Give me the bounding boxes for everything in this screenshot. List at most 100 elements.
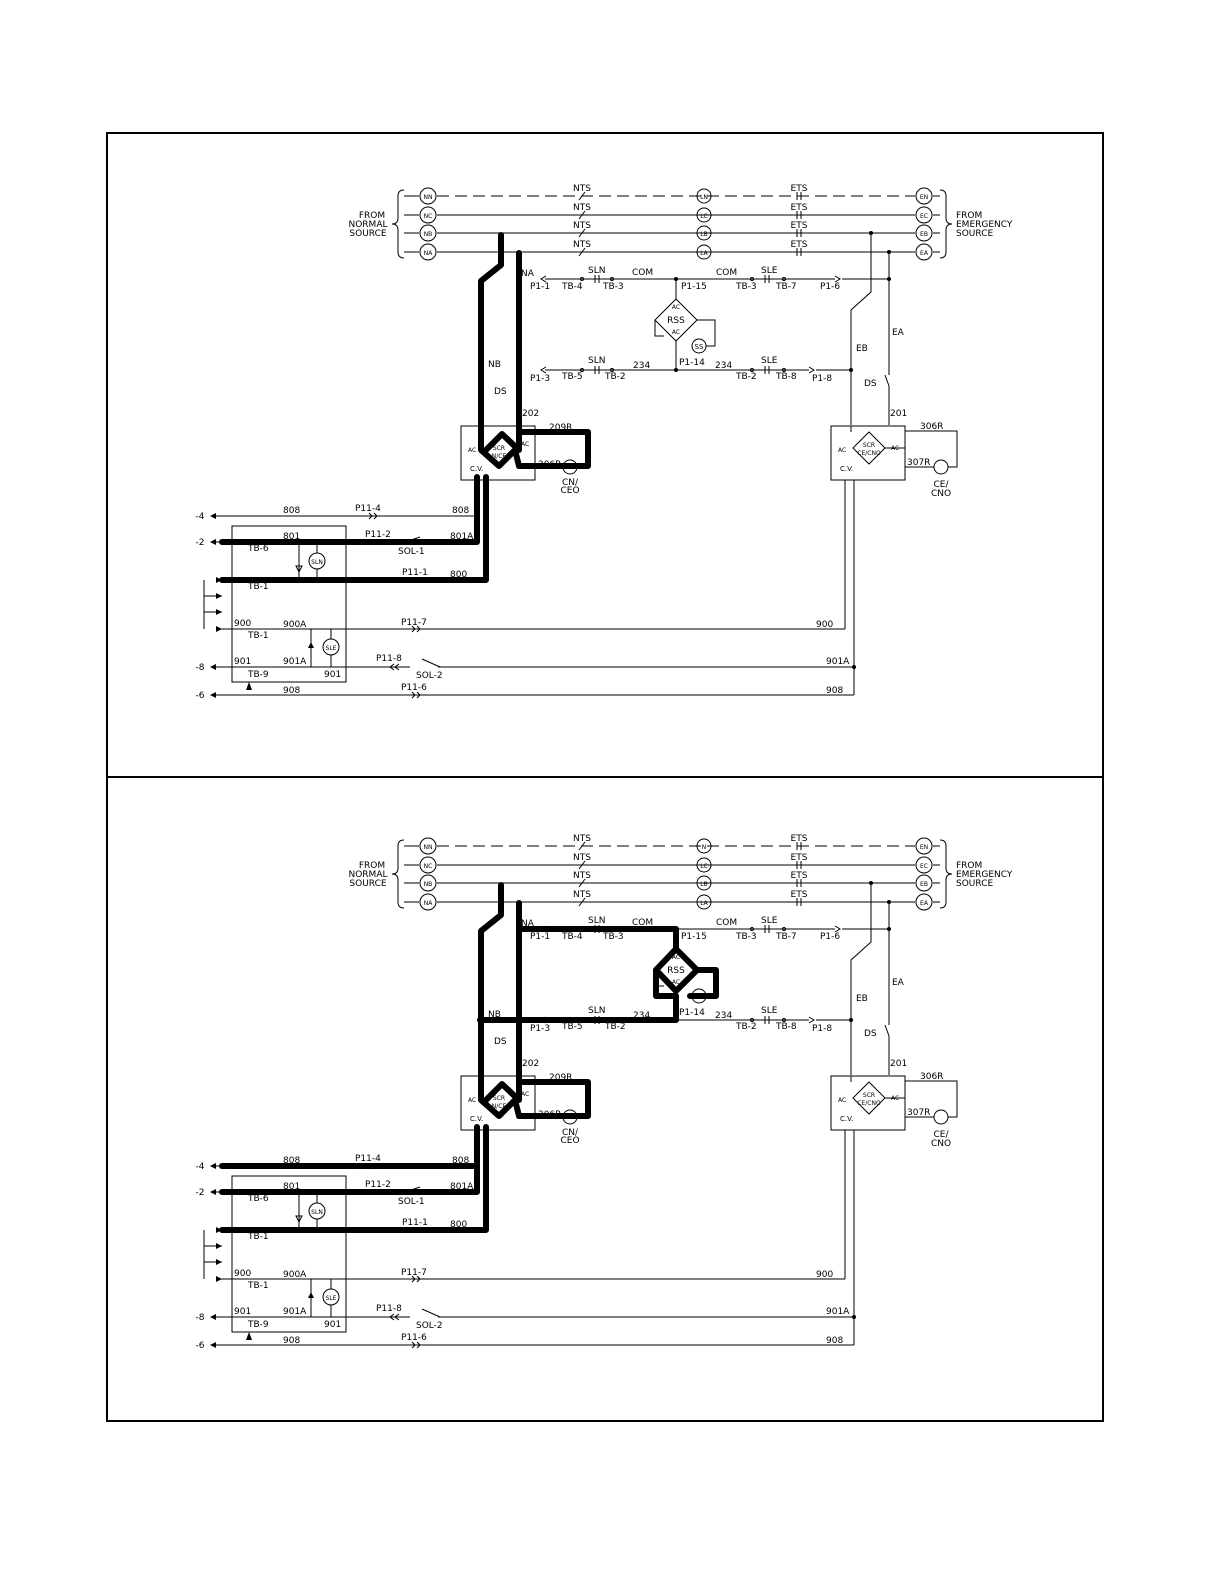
normal-terminal-nc: NC [419, 206, 437, 224]
svg-text:N/CE: N/CE [492, 453, 507, 460]
svg-text:P11-1: P11-1 [402, 568, 428, 578]
svg-text:EC: EC [920, 213, 928, 220]
svg-text:TB-1: TB-1 [247, 1232, 269, 1242]
svg-text:P11-8: P11-8 [376, 654, 402, 664]
svg-text:P1-6: P1-6 [820, 932, 840, 942]
svg-text:901: 901 [234, 657, 251, 667]
svg-text:801A: 801A [450, 1182, 474, 1192]
svg-text:CNO: CNO [931, 1139, 951, 1149]
svg-text:EA: EA [920, 900, 929, 907]
svg-text:ETS: ETS [791, 834, 808, 844]
svg-text:EB: EB [920, 881, 928, 888]
svg-text:801A: 801A [450, 532, 474, 542]
svg-text:SOL-1: SOL-1 [398, 547, 425, 557]
emergency-terminal-eb: EB [915, 224, 933, 242]
svg-text:NA: NA [521, 919, 535, 929]
svg-text:NA: NA [424, 900, 433, 907]
svg-text:SCR: SCR [493, 1095, 505, 1102]
load-terminal-n: N [696, 838, 712, 854]
svg-text:C.V.: C.V. [840, 1115, 853, 1123]
svg-text:202: 202 [522, 409, 539, 419]
normal-source-label-line1: FROM [359, 211, 385, 221]
svg-text:209R: 209R [549, 1073, 572, 1083]
svg-text:DS: DS [494, 387, 507, 397]
svg-text:P1-1: P1-1 [530, 932, 550, 942]
energized-feed-path [219, 882, 591, 1233]
svg-text:EC: EC [920, 863, 928, 870]
svg-text:NB: NB [488, 1010, 501, 1020]
svg-text:TB-1: TB-1 [247, 582, 269, 592]
svg-text:TB-2: TB-2 [604, 372, 626, 382]
svg-text:SLE: SLE [761, 1006, 778, 1016]
svg-text:NA: NA [521, 269, 535, 279]
svg-text:307R: 307R [907, 1108, 930, 1118]
svg-text:908: 908 [283, 1336, 300, 1346]
svg-text:SOL-1: SOL-1 [398, 1197, 425, 1207]
svg-text:N: N [702, 844, 707, 851]
load-terminal-lc: LC [696, 207, 712, 223]
svg-text:P11-2: P11-2 [365, 1180, 391, 1190]
svg-text:C.V.: C.V. [470, 465, 483, 473]
svg-text:SLE: SLE [326, 1295, 337, 1302]
svg-text:P11-6: P11-6 [401, 683, 427, 693]
svg-text:ETS: ETS [791, 221, 808, 231]
svg-text:ETS: ETS [791, 240, 808, 250]
bus-end-stubs [404, 195, 940, 253]
load-terminal-lc: LC [696, 857, 712, 873]
svg-text:901: 901 [234, 1307, 251, 1317]
svg-text:SLN: SLN [588, 916, 605, 926]
svg-text:LN: LN [700, 194, 708, 201]
svg-text:AC: AC [672, 954, 680, 961]
svg-text:NC: NC [424, 863, 433, 870]
svg-text:DS: DS [864, 379, 877, 389]
svg-text:201: 201 [890, 1059, 907, 1069]
svg-text:TB-7: TB-7 [775, 932, 797, 942]
svg-text:COM: COM [716, 918, 737, 928]
svg-text:COM: COM [632, 268, 653, 278]
svg-text:EA: EA [892, 978, 905, 988]
svg-text:TB-1: TB-1 [247, 631, 269, 641]
svg-text:-4: -4 [196, 512, 205, 522]
svg-text:234: 234 [715, 361, 732, 371]
svg-text:908: 908 [826, 686, 843, 696]
svg-text:SCR: SCR [493, 445, 505, 452]
svg-text:NB: NB [424, 231, 433, 238]
svg-text:NN: NN [424, 194, 433, 201]
svg-text:CEO: CEO [560, 1136, 579, 1146]
svg-text:900: 900 [234, 619, 251, 629]
svg-text:P1-14: P1-14 [679, 1008, 705, 1018]
svg-text:SOL-2: SOL-2 [416, 1321, 443, 1331]
svg-text:TB-9: TB-9 [247, 670, 269, 680]
svg-text:TB-8: TB-8 [775, 372, 797, 382]
na-control-line: NA P1-1 TB-4 SLN TB-3 COM P1-15 COM TB-3… [521, 266, 891, 292]
svg-text:SCR: SCR [863, 442, 875, 449]
svg-text:-2: -2 [196, 1188, 205, 1198]
svg-text:C.V.: C.V. [470, 1115, 483, 1123]
svg-text:901A: 901A [283, 1307, 307, 1317]
svg-text:EB: EB [920, 231, 928, 238]
emergency-source-label-line1: FROM [956, 211, 982, 221]
svg-text:LA: LA [700, 250, 708, 257]
svg-text:TB-5: TB-5 [561, 1022, 583, 1032]
circuit-panel-lower: FROM NORMAL SOURCE FROM EMERGENCY SOURCE… [196, 834, 1013, 1351]
svg-text:TB-3: TB-3 [602, 932, 624, 942]
svg-text:306R: 306R [920, 422, 943, 432]
svg-text:AC: AC [672, 304, 680, 311]
normal-source-brace [391, 839, 405, 909]
svg-text:CN/: CN/ [562, 478, 579, 488]
svg-text:900: 900 [234, 1269, 251, 1279]
svg-text:TB-6: TB-6 [247, 544, 269, 554]
emergency-terminal-en: EN [915, 187, 933, 205]
emergency-source-brace [939, 189, 953, 259]
emergency-terminal-ec: EC [915, 206, 933, 224]
svg-text:TB-9: TB-9 [247, 1320, 269, 1330]
svg-text:RSS: RSS [667, 966, 685, 976]
svg-text:N/CE: N/CE [492, 1103, 507, 1110]
svg-text:-8: -8 [196, 663, 205, 673]
svg-text:P1-6: P1-6 [820, 282, 840, 292]
svg-text:TB-3: TB-3 [735, 282, 757, 292]
svg-text:901A: 901A [283, 657, 307, 667]
svg-text:P11-7: P11-7 [401, 618, 427, 628]
svg-text:TB-5: TB-5 [561, 372, 583, 382]
rss-energized-path [219, 926, 719, 1169]
